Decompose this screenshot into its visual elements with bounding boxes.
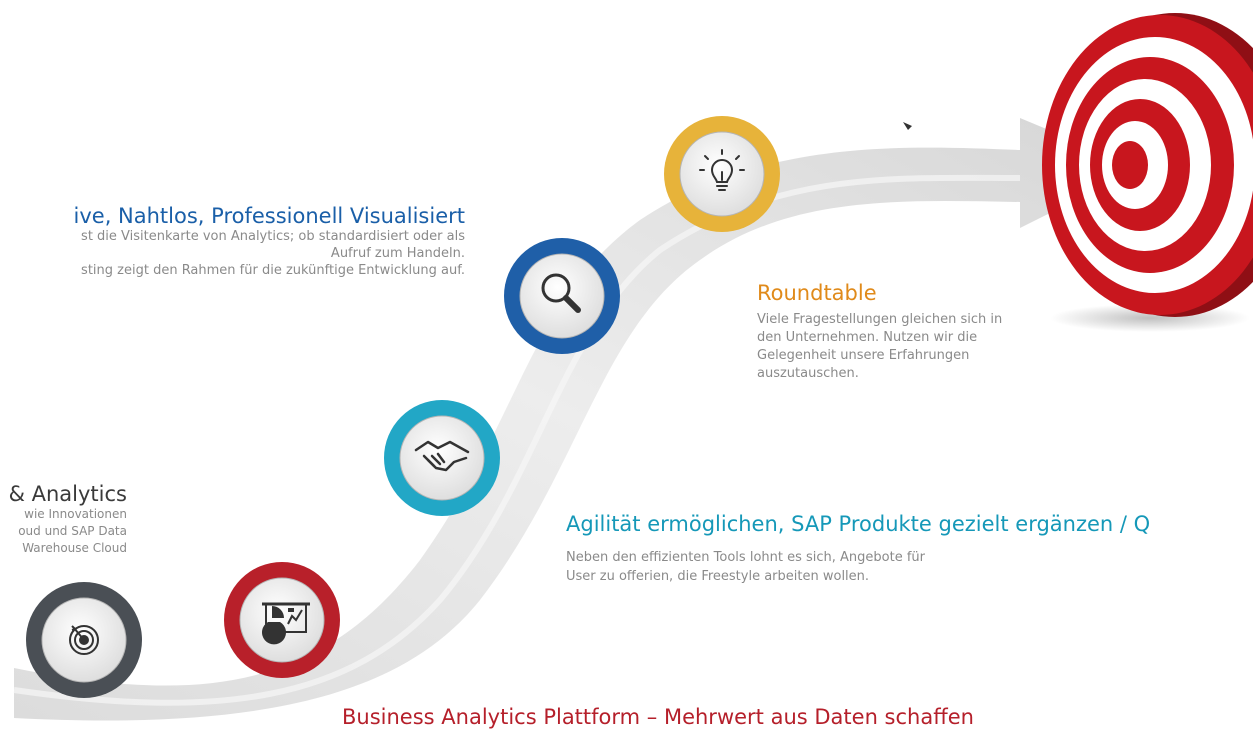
- roundtable-block: Roundtable Viele Fragestellungen gleiche…: [757, 281, 1047, 383]
- milestone-magnifier: [504, 238, 620, 354]
- visualisation-line: st die Visitenkarte von Analytics; ob st…: [81, 229, 465, 245]
- analytics-text: wie Innovationen oud und SAP Data Wareho…: [9, 506, 127, 557]
- roundtable-line: Viele Fragestellungen gleichen sich in: [757, 312, 1003, 328]
- platform-title: Business Analytics Plattform – Mehrwert …: [342, 705, 974, 729]
- roundtable-line: auszutauschen.: [757, 366, 859, 382]
- small-mark: [903, 122, 912, 130]
- lightbulb-icon: [699, 149, 745, 191]
- agility-line: Neben den effizienten Tools lohnt es sic…: [566, 550, 926, 566]
- ribbon-shade: [13, 174, 1021, 706]
- agility-title: Agilität ermöglichen, SAP Produkte gezie…: [566, 512, 1151, 536]
- agility-text: Neben den effizienten Tools lohnt es sic…: [566, 548, 1150, 586]
- roundtable-text: Viele Fragestellungen gleichen sich in d…: [757, 311, 1047, 383]
- analytics-block: & Analytics wie Innovationen oud und SAP…: [9, 482, 127, 557]
- milestone-handshake: [384, 400, 500, 516]
- presentation-chart-icon: [262, 602, 310, 645]
- agility-block: Agilität ermöglichen, SAP Produkte gezie…: [566, 512, 1150, 586]
- handshake-icon: [414, 440, 470, 472]
- platform-block: Business Analytics Plattform – Mehrwert …: [342, 705, 974, 729]
- analytics-line: Warehouse Cloud: [22, 541, 127, 556]
- visualisation-title: ive, Nahtlos, Professionell Visualisiert: [73, 204, 465, 228]
- roundtable-line: den Unternehmen. Nutzen wir die: [757, 330, 978, 346]
- target-icon: [69, 625, 99, 655]
- magnifier-icon: [541, 273, 581, 313]
- roundtable-title: Roundtable: [757, 281, 877, 305]
- milestone-lightbulb: [664, 116, 780, 232]
- visualisation-line: sting zeigt den Rahmen für die zukünftig…: [81, 263, 465, 279]
- roundtable-line: Gelegenheit unsere Erfahrungen: [757, 348, 970, 364]
- milestone-target: [26, 582, 142, 698]
- milestone-presentation: [224, 562, 340, 678]
- visualisation-block: ive, Nahtlos, Professionell Visualisiert…: [74, 204, 465, 279]
- analytics-line: oud und SAP Data: [18, 524, 127, 539]
- analytics-line: wie Innovationen: [24, 507, 127, 522]
- target-graphic: [1042, 13, 1253, 332]
- analytics-title: & Analytics: [8, 482, 127, 506]
- roadmap-ribbon: [14, 118, 1140, 721]
- visualisation-line: Aufruf zum Handeln.: [330, 246, 465, 262]
- visualisation-text: st die Visitenkarte von Analytics; ob st…: [74, 228, 465, 279]
- agility-line: User zu offerien, die Freestyle arbeiten…: [566, 569, 870, 585]
